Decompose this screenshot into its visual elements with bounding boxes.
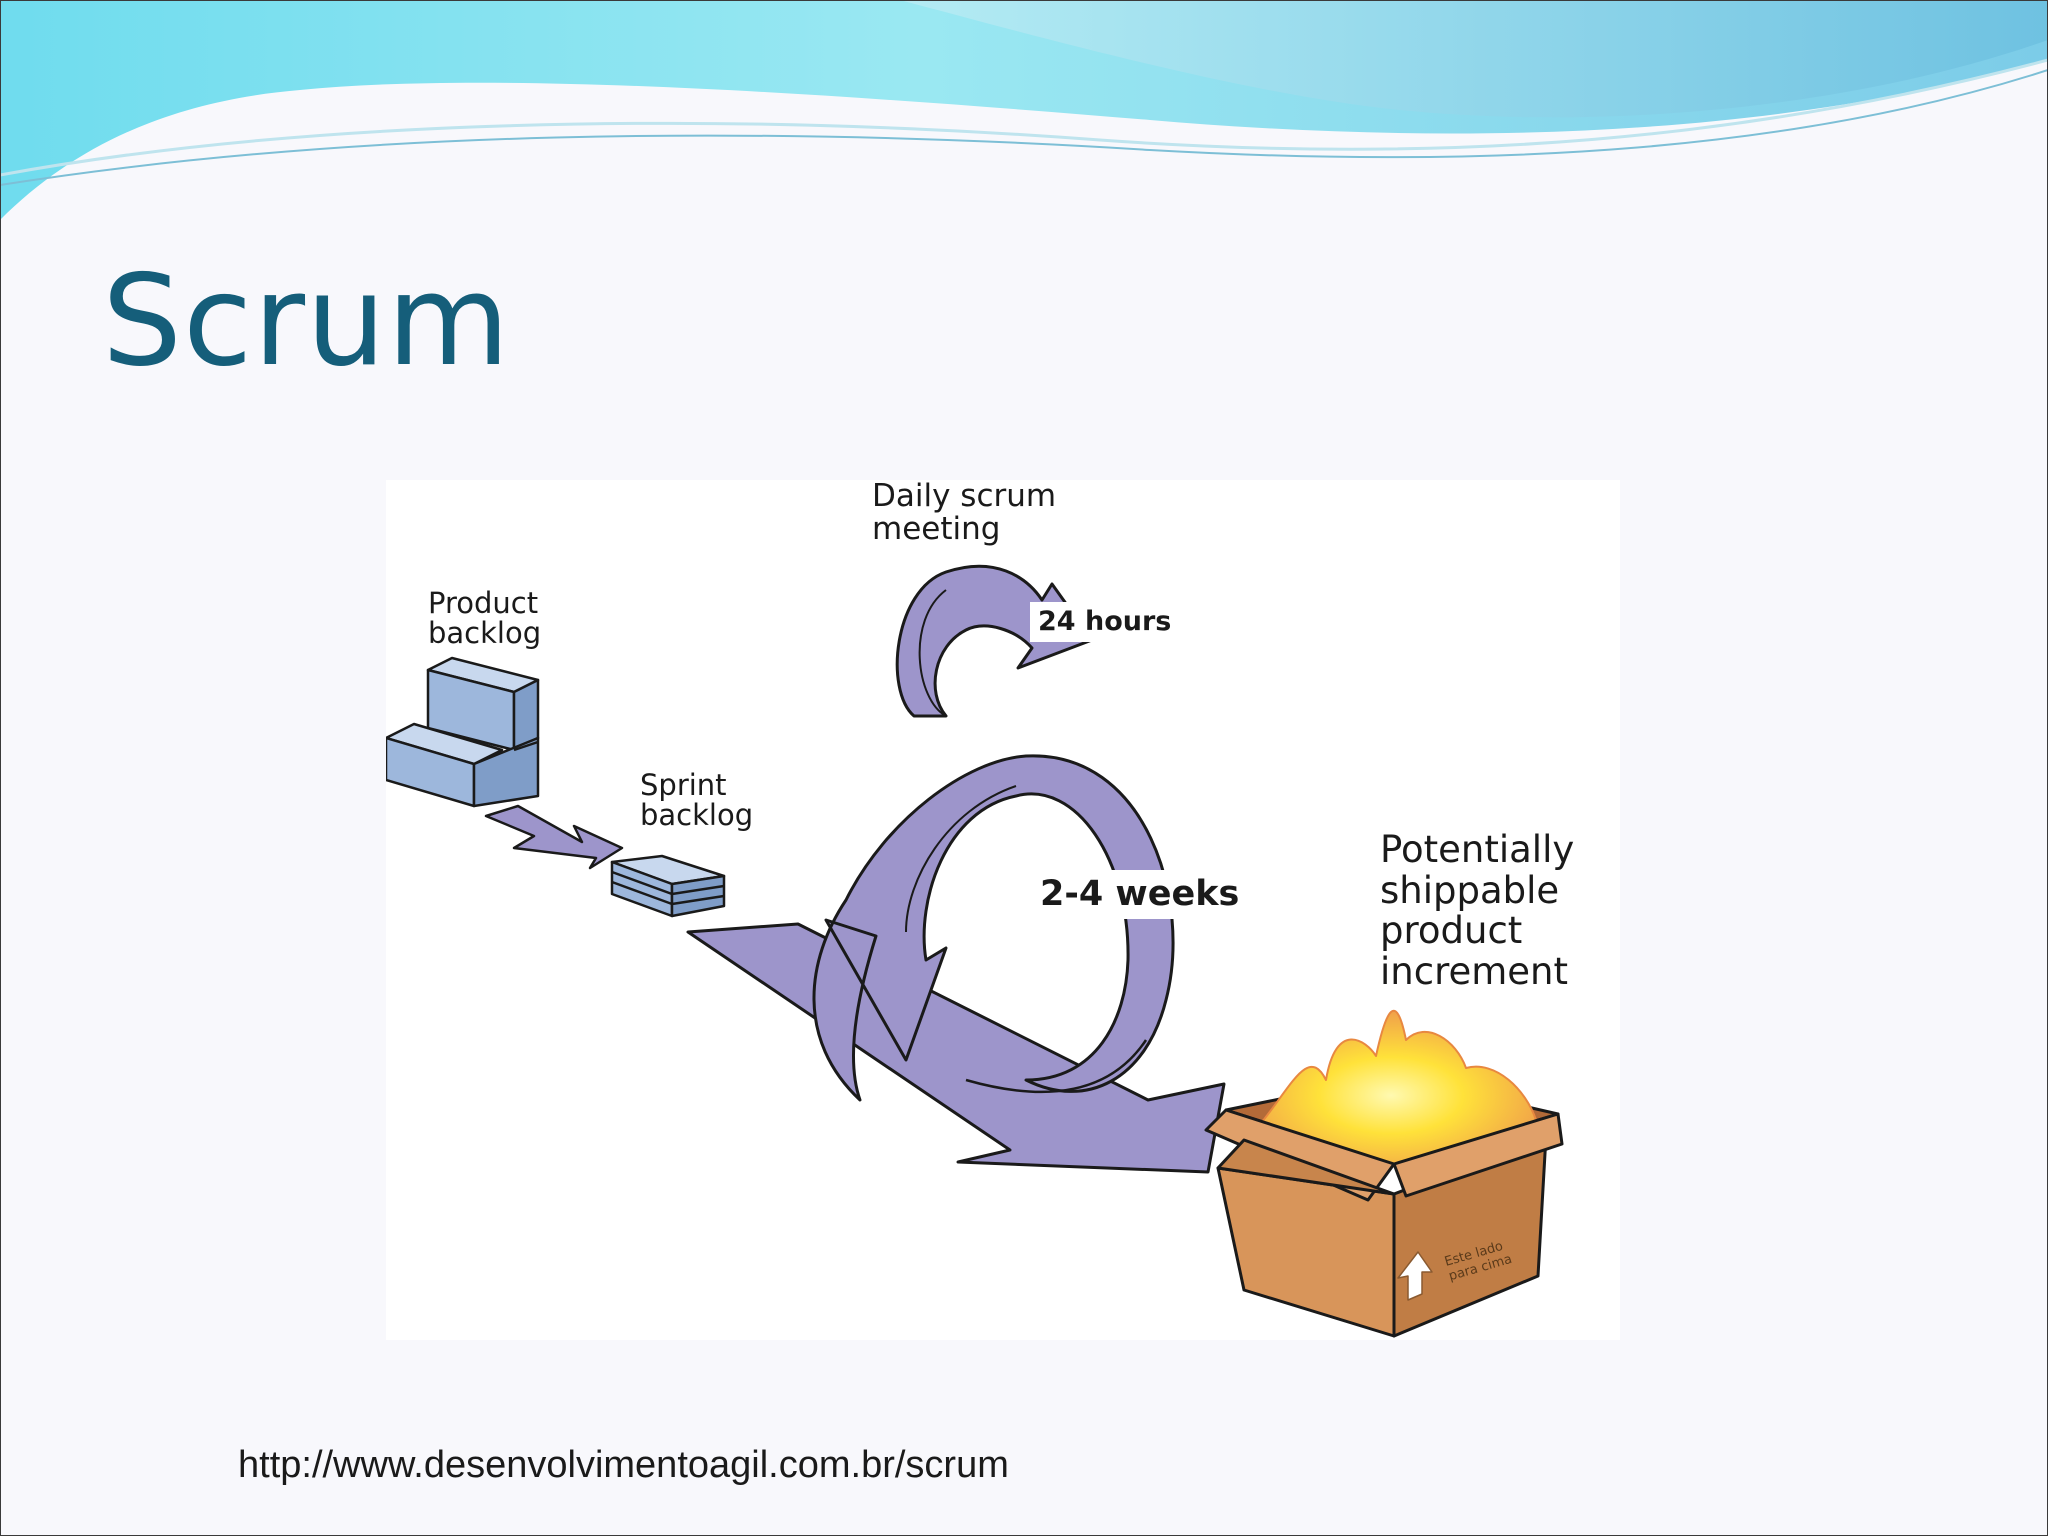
diagram-graphics: Este lado para cima bbox=[386, 564, 1564, 1338]
label-24-hours: 24 hours bbox=[1030, 602, 1180, 643]
slide-title: Scrum bbox=[102, 247, 511, 394]
sprint-backlog-stack-icon bbox=[610, 854, 726, 918]
scrum-process-diagram: Este lado para cima Daily scrum meeting … bbox=[386, 480, 1620, 1340]
sprint-cycle-loop-arrow bbox=[812, 754, 1175, 1102]
label-potentially-shippable-increment: Potentially shippable product increment bbox=[1380, 828, 1575, 994]
this-side-up-arrow-icon bbox=[1397, 1251, 1433, 1301]
backlog-flow-arrow bbox=[484, 804, 624, 870]
label-daily-scrum-meeting: Daily scrum meeting bbox=[872, 478, 1057, 547]
header-wave-decoration bbox=[0, 0, 2048, 220]
shippable-increment-box-icon bbox=[1204, 1010, 1564, 1338]
label-sprint-backlog: Sprint backlog bbox=[640, 768, 754, 833]
product-backlog-stack-icon bbox=[386, 656, 540, 808]
source-url-link[interactable]: http://www.desenvolvimentoagil.com.br/sc… bbox=[238, 1444, 1009, 1486]
label-product-backlog: Product backlog bbox=[428, 586, 542, 651]
label-2-4-weeks: 2-4 weeks bbox=[1032, 870, 1248, 919]
